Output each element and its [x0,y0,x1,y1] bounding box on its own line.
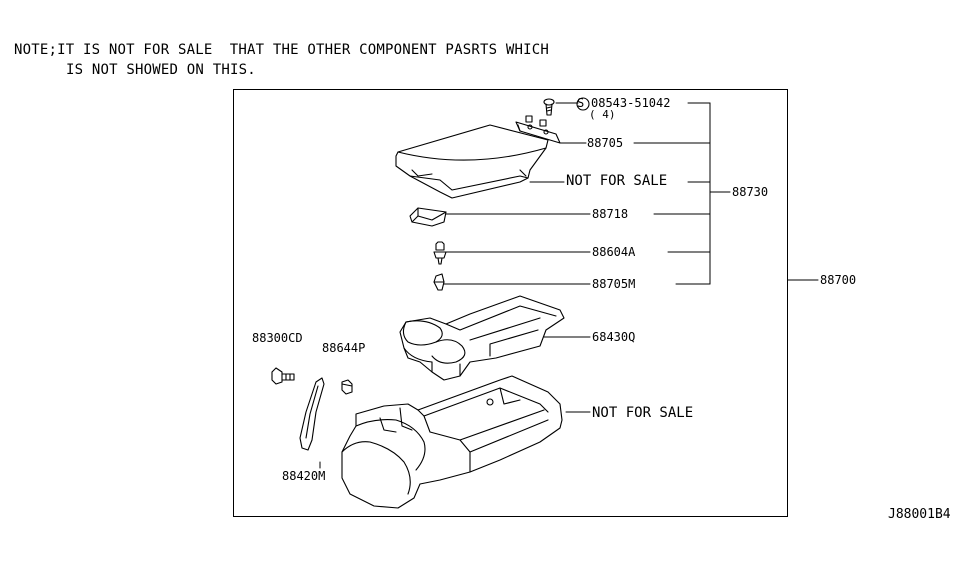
console-body-part [341,375,563,509]
bolt-part-number: 88604A [592,245,636,259]
hinge-part-number: 88705 [587,136,624,150]
lid-part [395,124,549,199]
trim-part-number: 88420M [282,469,326,483]
diagram-frame [233,89,788,517]
console-assembly-part-number: 88700 [820,273,857,287]
cup-holder-part-number: 68430Q [592,330,636,344]
cup-holder-part [399,295,565,381]
diagram-reference-code: J88001B4 [888,507,951,522]
note-line-1: NOTE;IT IS NOT FOR SALE THAT THE OTHER C… [14,42,549,58]
latch-part [409,207,447,227]
leader-lines [319,102,819,469]
screw-part [543,98,555,116]
bolt-part [433,241,447,265]
hinge-part [515,115,561,144]
latch-part-number: 88718 [592,207,629,221]
note-line-2: IS NOT SHOWED ON THIS. [66,62,256,78]
circled-s-icon [576,97,590,111]
screw-quantity: ( 4) [589,108,616,121]
clip-part [341,379,353,395]
screw-cd-part [271,367,295,385]
trim-part [299,377,325,451]
pin-part-number: 88705M [592,277,636,291]
screw-symbol-label: S [577,96,585,110]
lid-not-for-sale-label: NOT FOR SALE [566,173,668,189]
body-not-for-sale-label: NOT FOR SALE [592,405,694,421]
screw-part-number: 08543-51042 [591,96,671,110]
lid-assembly-part-number: 88730 [732,185,769,199]
screw-cd-part-number: 88300CD [252,331,303,345]
pin-part [433,273,445,291]
clip-part-number: 88644P [322,341,366,355]
